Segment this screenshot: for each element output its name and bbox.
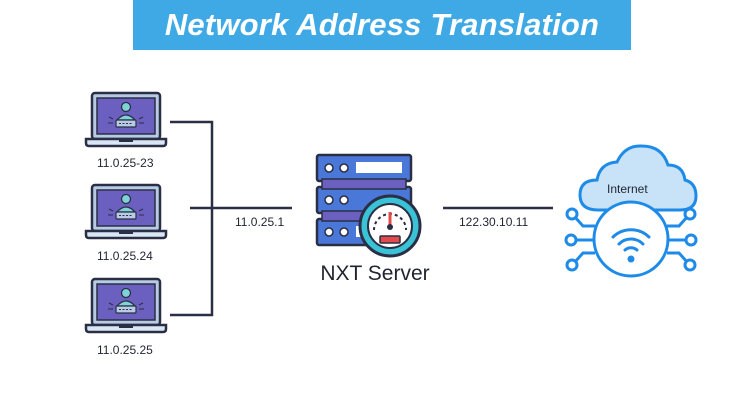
laptop-icon — [84, 91, 168, 148]
laptop-icon — [84, 183, 168, 240]
diagram-title: Network Address Translation — [164, 7, 600, 42]
host-ip-label: 11.0.25-23 — [97, 156, 154, 170]
lan-connector-lines — [170, 120, 292, 317]
laptop-icon — [84, 277, 168, 334]
server-icon — [315, 153, 422, 258]
internet-icon — [564, 144, 698, 278]
host-ip-label: 11.0.25.24 — [97, 249, 153, 263]
server-label: NXT Server — [320, 262, 430, 285]
gateway-ip-label: 11.0.25.1 — [235, 215, 285, 229]
host-ip-label: 11.0.25.25 — [97, 343, 153, 357]
title-banner: Network Address Translation — [133, 0, 631, 50]
public-ip-label: 122.30.10.11 — [459, 215, 529, 229]
internet-label: Internet — [607, 182, 648, 196]
